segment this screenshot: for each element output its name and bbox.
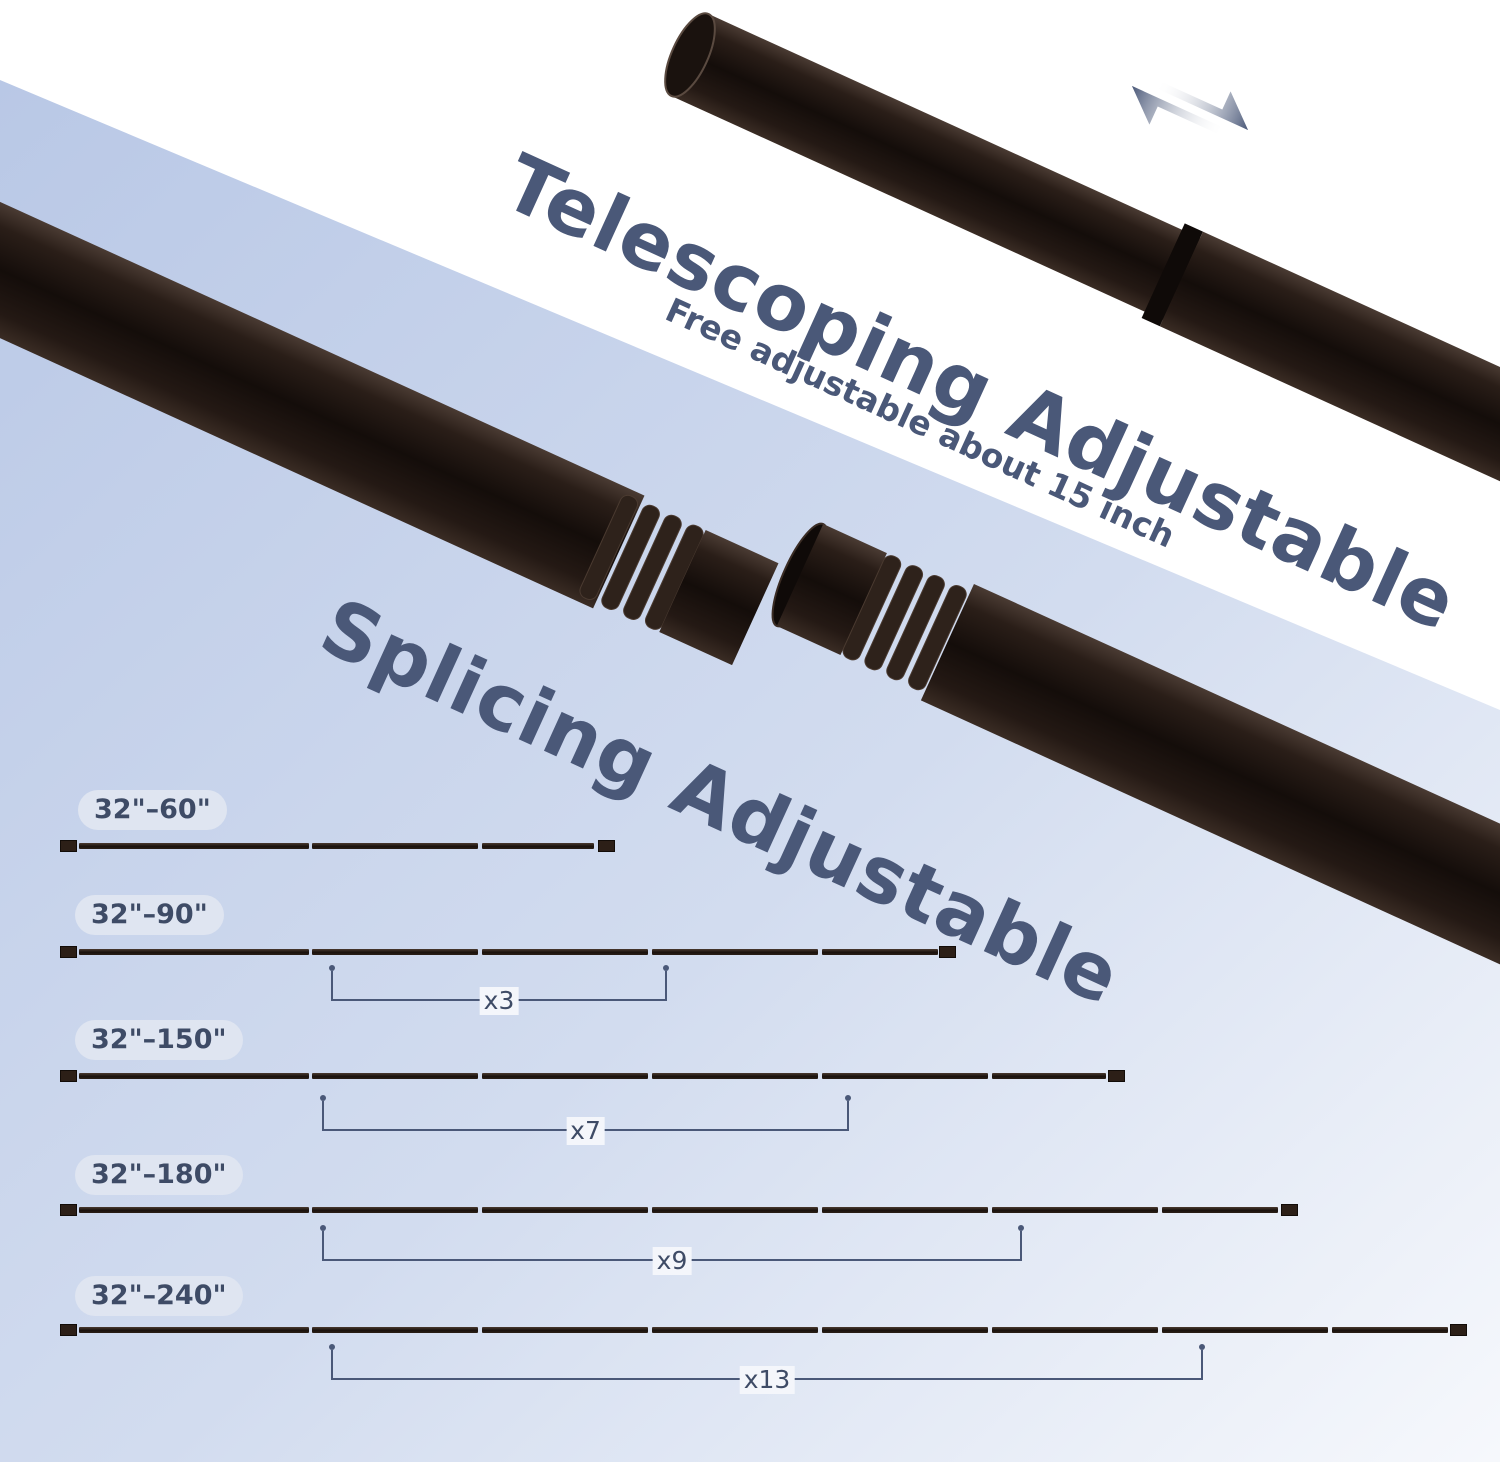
rod-segment — [992, 1327, 1158, 1333]
segment-bracket-240: x13 — [329, 1344, 1205, 1394]
range-label-150: 32"–150" — [75, 1020, 243, 1060]
rod-segment — [822, 1207, 988, 1213]
range-label-180: 32"–180" — [75, 1155, 243, 1195]
multiplier-label: x3 — [479, 987, 519, 1015]
rod-config-180 — [60, 1204, 1298, 1216]
rod-segment — [312, 1207, 478, 1213]
end-cap — [60, 946, 77, 958]
splicing-rod-left — [0, 180, 779, 666]
multiplier-label: x9 — [652, 1247, 692, 1275]
rod-segment — [79, 843, 309, 849]
rod-config-150 — [60, 1070, 1125, 1082]
rod-segment — [79, 1073, 309, 1079]
rod-segment — [992, 1073, 1106, 1079]
swap-arrows-icon — [1131, 80, 1249, 136]
rod-segment — [79, 1207, 309, 1213]
rod-segment — [1162, 1327, 1328, 1333]
rod-segment — [822, 949, 938, 955]
range-label-60: 32"–60" — [78, 790, 227, 830]
multiplier-label: x13 — [739, 1366, 795, 1394]
end-cap — [939, 946, 956, 958]
end-cap — [60, 840, 77, 852]
segment-bracket-180: x9 — [320, 1225, 1024, 1275]
rod-segment — [312, 1073, 478, 1079]
splicing-rod-right — [771, 522, 1500, 991]
multiplier-label: x7 — [566, 1117, 605, 1145]
rod-segment — [652, 1207, 818, 1213]
end-cap — [60, 1324, 77, 1336]
rod-segment — [822, 1327, 988, 1333]
rod-segment — [79, 949, 309, 955]
end-cap — [1281, 1204, 1298, 1216]
rod-segment — [312, 1327, 478, 1333]
end-cap — [1450, 1324, 1467, 1336]
end-cap — [60, 1070, 77, 1082]
rod-config-90 — [60, 946, 956, 958]
end-cap — [60, 1204, 77, 1216]
end-cap — [1108, 1070, 1125, 1082]
rod-segment — [482, 843, 594, 849]
range-label-90: 32"–90" — [75, 895, 224, 935]
rod-segment — [652, 1073, 818, 1079]
rod-segment — [312, 843, 478, 849]
rod-config-240 — [60, 1324, 1468, 1336]
rod-config-60 — [60, 840, 615, 852]
rod-segment — [652, 1327, 818, 1333]
rod-segment — [1332, 1327, 1448, 1333]
rod-segment — [482, 949, 648, 955]
rod-segment — [79, 1327, 309, 1333]
telescoping-rod — [664, 12, 1500, 534]
rod-segment — [482, 1207, 648, 1213]
rod-segment — [992, 1207, 1158, 1213]
rod-segment — [312, 949, 478, 955]
rod-segment — [822, 1073, 988, 1079]
segment-bracket-150: x7 — [320, 1095, 851, 1145]
range-label-240: 32"–240" — [75, 1276, 243, 1316]
rod-segment — [1162, 1207, 1278, 1213]
rod-segment — [482, 1327, 648, 1333]
segment-bracket-90: x3 — [329, 965, 669, 1015]
end-cap — [598, 840, 615, 852]
rod-segment — [482, 1073, 648, 1079]
rod-segment — [652, 949, 818, 955]
